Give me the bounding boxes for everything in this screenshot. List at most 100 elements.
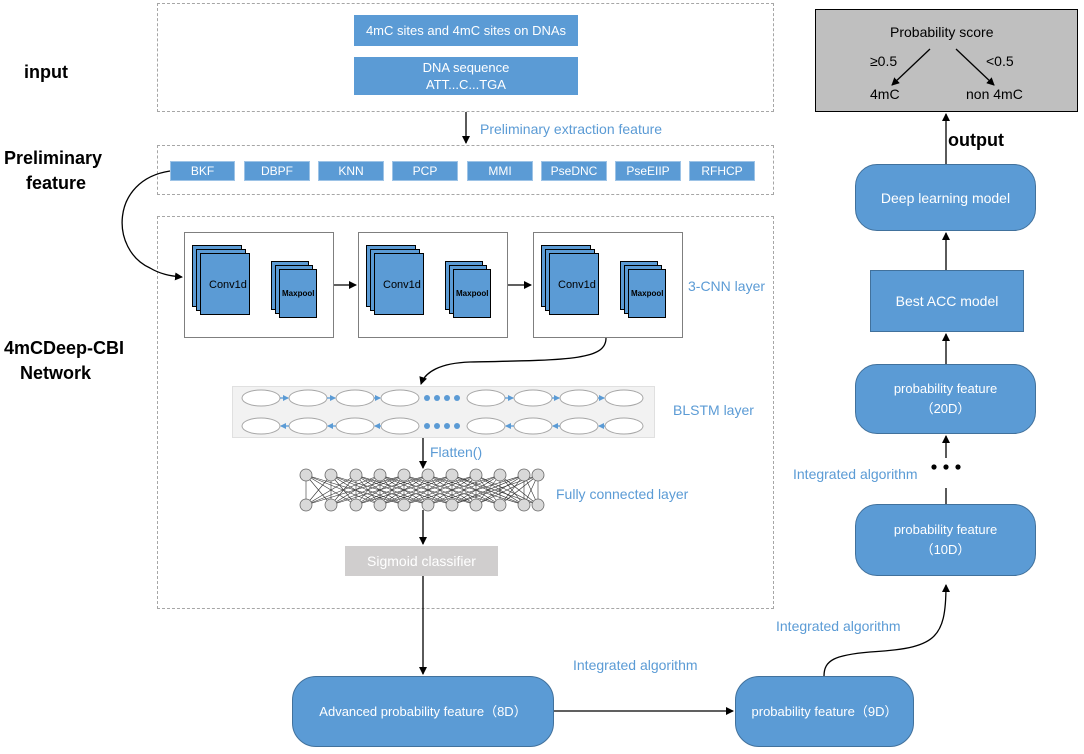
advanced-probability-feature-box: Advanced probability feature（8D）	[292, 676, 554, 747]
fc-node	[421, 468, 435, 482]
fc-edge	[379, 474, 477, 506]
fc-edge	[475, 474, 525, 506]
feature-pcp: PCP	[392, 161, 458, 181]
cnn-block-1: Conv1d Maxpool	[184, 232, 334, 338]
fc-edge	[305, 474, 357, 506]
fc-node	[397, 498, 411, 512]
fc-node	[324, 468, 338, 482]
sigmoid-classifier: Sigmoid classifier	[345, 546, 498, 576]
probability-score-box	[815, 9, 1078, 112]
fc-edge	[427, 474, 525, 506]
advanced-probability-feature-text: Advanced probability feature（8D）	[319, 703, 527, 719]
fc-edge	[330, 474, 405, 506]
fc-edge	[451, 474, 525, 506]
arrow-score-to-4mc	[891, 48, 931, 86]
fc-edge	[305, 474, 332, 506]
arrow-cnn-to-blstm	[419, 337, 607, 385]
integrated-algorithm-right-low: Integrated algorithm	[776, 618, 901, 634]
cnn-block-2: Conv1d Maxpool	[358, 232, 508, 338]
preliminary-label-line2: feature	[26, 173, 87, 193]
integrated-algorithm-bottom: Integrated algorithm	[573, 657, 698, 673]
blstm-backward-row	[241, 417, 644, 435]
sites-box: 4mC sites and 4mC sites on DNAs	[354, 15, 578, 46]
conv1d-label-1: Conv1d	[209, 279, 247, 291]
fully-connected-label: Fully connected layer	[556, 486, 689, 502]
fc-node	[445, 468, 459, 482]
probability-feature-10d-box: probability feature （10D）	[855, 504, 1036, 576]
cnn-block-3: Conv1d Maxpool	[533, 232, 683, 338]
fc-edge	[379, 474, 453, 506]
fc-edge	[499, 474, 539, 506]
fc-edge	[403, 474, 477, 506]
network-panel	[157, 216, 774, 609]
fc-edge	[403, 474, 501, 506]
conv1d-label-3: Conv1d	[558, 279, 596, 291]
fc-node	[531, 468, 545, 482]
fc-node	[493, 468, 507, 482]
network-label-line2: Network	[20, 363, 92, 383]
fc-node	[349, 498, 363, 512]
feature-rfhcp: RFHCP	[689, 161, 755, 181]
dna-sequence-title: DNA sequence	[422, 60, 510, 75]
output-label: output	[948, 130, 1004, 150]
feature-20d-title: probability feature	[893, 381, 998, 396]
best-acc-model-text: Best ACC model	[895, 293, 999, 309]
feature-pseeiip: PseEIIP	[615, 161, 681, 181]
fc-edge	[305, 474, 381, 506]
fc-node	[324, 498, 338, 512]
threshold-lt-label: <0.5	[986, 53, 1014, 69]
network-label-line1: 4mCDeep-CBI	[4, 338, 125, 358]
maxpool-label-2: Maxpool	[456, 289, 489, 298]
feature-10d-dim: （10D）	[920, 542, 971, 557]
arrow-score-to-non4mc	[955, 48, 995, 86]
input-panel	[157, 3, 774, 112]
preliminary-label-line1: Preliminary	[4, 148, 103, 168]
cnn-layer-label: 3-CNN layer	[688, 278, 766, 294]
ellipsis-dots	[931, 464, 961, 470]
blstm-forward-dots	[424, 395, 460, 401]
fc-node	[531, 498, 545, 512]
fc-node	[469, 498, 483, 512]
fc-node	[349, 468, 363, 482]
conv1d-label-2: Conv1d	[383, 279, 421, 291]
blstm-backward-dots	[424, 423, 460, 429]
fc-node	[469, 468, 483, 482]
blstm-forward-row	[241, 389, 644, 407]
maxpool-label-3: Maxpool	[631, 289, 664, 298]
feature-20d-dim: （20D）	[920, 401, 971, 416]
fc-node	[517, 468, 531, 482]
class-non-4mc-label: non 4mC	[966, 86, 1023, 102]
feature-psednc: PseDNC	[541, 161, 607, 181]
feature-knn: KNN	[318, 161, 384, 181]
flatten-label: Flatten()	[430, 444, 483, 460]
fc-node	[299, 498, 313, 512]
fc-edge	[499, 474, 525, 506]
probability-feature-9d-box: probability feature（9D）	[735, 676, 914, 747]
fc-node	[493, 498, 507, 512]
class-4mc-label: 4mC	[870, 86, 900, 102]
probability-score-title: Probability score	[890, 24, 994, 40]
maxpool-label-1: Maxpool	[282, 289, 315, 298]
threshold-ge-label: ≥0.5	[870, 53, 898, 69]
probability-feature-20d-box: probability feature （20D）	[855, 364, 1036, 434]
dna-sequence-value: ATT...C...TGA	[426, 77, 506, 92]
fc-edge	[355, 474, 453, 506]
fc-network	[299, 468, 545, 512]
probability-feature-9d-text: probability feature（9D）	[751, 703, 898, 719]
best-acc-model-box: Best ACC model	[870, 270, 1024, 332]
feature-panel	[157, 145, 774, 195]
feature-mmi: MMI	[467, 161, 533, 181]
fc-edge	[355, 474, 429, 506]
fc-edge	[305, 474, 405, 506]
deep-learning-model-box: Deep learning model	[855, 164, 1036, 231]
fc-node	[373, 468, 387, 482]
fc-node	[517, 498, 531, 512]
fc-node	[397, 468, 411, 482]
fc-node	[373, 498, 387, 512]
deep-learning-model-text: Deep learning model	[880, 189, 1011, 206]
integrated-algorithm-right-mid: Integrated algorithm	[793, 466, 918, 482]
fc-edge	[427, 474, 501, 506]
fc-node	[299, 468, 313, 482]
input-label: input	[24, 62, 68, 82]
